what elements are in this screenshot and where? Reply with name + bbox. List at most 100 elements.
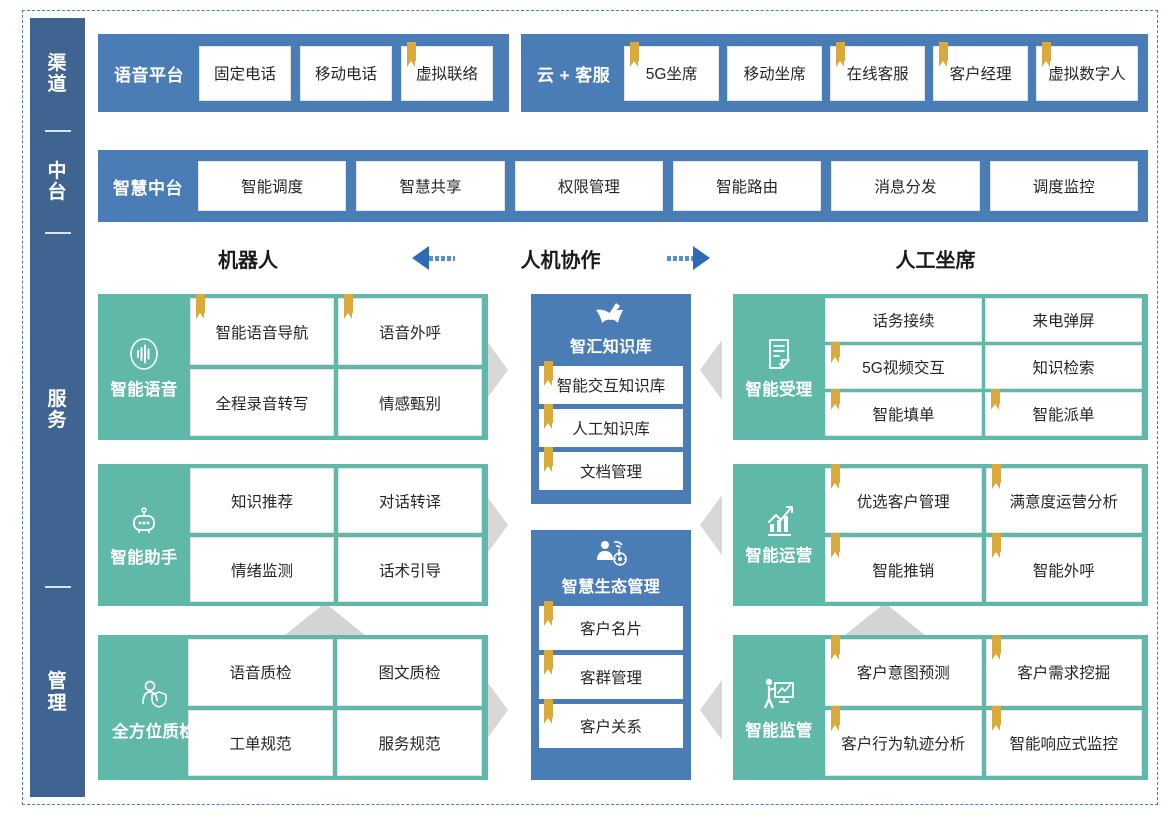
- tile-knowledge-recommendation[interactable]: 知识推荐: [190, 468, 334, 533]
- channel-chip-mobile-seat[interactable]: 移动坐席: [727, 45, 823, 101]
- channel-chip-online-service[interactable]: 在线客服: [830, 41, 926, 101]
- tile-customer-intent-prediction-label: 客户意图预测: [856, 665, 950, 683]
- center-column-knowledge-base: 智汇知识库 智能交互知识库 人工知识库 文档管理: [531, 294, 691, 504]
- sidebar-item-channel-char-0: 渠: [47, 52, 68, 74]
- tile-emotion-monitoring[interactable]: 情绪监测: [190, 537, 334, 602]
- tile-customer-demand-mining[interactable]: 客户需求挖掘: [985, 635, 1142, 706]
- tile-smart-responsive-monitoring[interactable]: 智能响应式监控: [985, 705, 1142, 776]
- sidebar-item-channel[interactable]: 渠 道: [30, 18, 85, 130]
- tile-smart-form-filling-label: 智能填单: [872, 407, 935, 424]
- platform-chip-dispatch-monitoring[interactable]: 调度监控: [989, 161, 1138, 211]
- channel-chip-virtual-human[interactable]: 虚拟数字人: [1036, 41, 1138, 101]
- service-block-smart-operation-label: 智能运营: [745, 547, 813, 565]
- sidebar-item-middle-platform-char-0: 中: [47, 160, 68, 182]
- tile-customer-intent-prediction[interactable]: 客户意图预测: [825, 635, 982, 706]
- tile-emotion-monitoring-label: 情绪监测: [230, 562, 293, 580]
- channel-chip-account-manager[interactable]: 客户经理: [933, 41, 1029, 101]
- tile-knowledge-retrieval[interactable]: 知识检索: [985, 345, 1142, 389]
- bookmark-tag-icon: [939, 41, 949, 67]
- presenter-board-icon: [758, 675, 800, 715]
- bookmark-tag-icon: [991, 464, 1001, 489]
- platform-chip-smart-routing-label: 智能路由: [716, 179, 779, 196]
- dashed-line-icon: [666, 255, 693, 261]
- tile-service-specification[interactable]: 服务规范: [337, 709, 482, 776]
- tile-smart-dispatch-order[interactable]: 智能派单: [985, 389, 1142, 436]
- tile-manual-knowledge-base-label: 人工知识库: [572, 421, 650, 438]
- tile-document-management[interactable]: 文档管理: [539, 447, 683, 490]
- service-block-smart-voice: 智能语音 智能语音导航 语音外呼 全程录音转写 情感甄别: [98, 294, 488, 440]
- service-block-smart-assistant-label: 智能助手: [110, 549, 178, 567]
- tile-preferred-customer-management[interactable]: 优选客户管理: [825, 464, 982, 533]
- tile-manual-knowledge-base[interactable]: 人工知识库: [539, 404, 683, 447]
- sidebar-item-service[interactable]: 服 务: [30, 234, 85, 586]
- tile-emotion-recognition-label: 情感甄别: [378, 395, 441, 413]
- dashed-line-icon: [428, 255, 455, 261]
- tile-smart-form-filling[interactable]: 智能填单: [825, 389, 982, 436]
- tile-voice-quality-inspection-label: 语音质检: [229, 665, 292, 683]
- platform-row-title: 智慧中台: [113, 178, 183, 198]
- tile-incoming-call-popup-label: 来电弹屏: [1032, 313, 1095, 330]
- channel-group-cloud-service: 云 + 客服 5G坐席 移动坐席 在线客服 客户经理 虚拟数字人: [521, 34, 1148, 112]
- tile-script-guidance-label: 话术引导: [378, 562, 441, 580]
- tile-work-order-specification-label: 工单规范: [229, 735, 292, 753]
- bookmark-tag-icon: [544, 699, 553, 724]
- tile-voice-quality-inspection[interactable]: 语音质检: [188, 639, 333, 706]
- sidebar-item-channel-char-1: 道: [47, 74, 68, 95]
- service-block-smart-operation: 智能运营 优选客户管理 满意度运营分析 智能推销 智能外呼: [733, 464, 1148, 606]
- tile-smart-marketing[interactable]: 智能推销: [825, 533, 982, 602]
- tile-script-guidance[interactable]: 话术引导: [338, 537, 482, 602]
- sidebar-divider-1: [44, 130, 71, 132]
- channel-group-voice-platform: 语音平台 固定电话 移动电话 虚拟联络: [98, 34, 509, 112]
- tile-smart-marketing-label: 智能推销: [872, 562, 935, 580]
- tile-text-image-quality-inspection[interactable]: 图文质检: [337, 639, 482, 706]
- tile-dialogue-translation[interactable]: 对话转译: [338, 468, 482, 533]
- service-block-smart-acceptance-grid: 话务接续 来电弹屏 5G视频交互 知识检索 智能填单 智能派单: [825, 294, 1148, 440]
- sidebar-item-management[interactable]: 管 理: [30, 588, 85, 797]
- connector-arrow-left-3: [700, 680, 722, 740]
- tile-smart-outbound-call[interactable]: 智能外呼: [985, 533, 1142, 602]
- bookmark-tag-icon: [1042, 41, 1052, 67]
- tile-interactive-knowledge-base[interactable]: 智能交互知识库: [539, 361, 683, 404]
- channel-chip-fixed-phone[interactable]: 固定电话: [199, 45, 291, 101]
- tile-satisfaction-operation-analysis[interactable]: 满意度运营分析: [985, 464, 1142, 533]
- tile-customer-behavior-trajectory-analysis-label: 客户行为轨迹分析: [841, 735, 966, 753]
- tile-smart-voice-navigation[interactable]: 智能语音导航: [190, 294, 334, 365]
- tile-voice-outbound[interactable]: 语音外呼: [338, 294, 482, 365]
- channel-chip-5g-seat[interactable]: 5G坐席: [624, 41, 720, 101]
- tile-customer-profile-card-label: 客户名片: [579, 621, 642, 638]
- tile-customer-group-management[interactable]: 客群管理: [539, 650, 683, 699]
- form-check-icon: [760, 334, 798, 374]
- bookmark-tag-icon: [991, 389, 1000, 410]
- channel-chip-5g-seat-label: 5G坐席: [645, 66, 698, 83]
- triangle-right-icon: [692, 246, 710, 270]
- tile-work-order-specification[interactable]: 工单规范: [188, 709, 333, 776]
- tile-customer-relationship-label: 客户关系: [579, 719, 642, 736]
- platform-chip-permission-management[interactable]: 权限管理: [514, 161, 663, 211]
- platform-chip-smart-sharing[interactable]: 智慧共享: [356, 161, 505, 211]
- tile-smart-voice-navigation-label: 智能语音导航: [215, 324, 309, 342]
- channel-group-cloud-service-title: 云 + 客服: [536, 65, 611, 85]
- tile-incoming-call-popup[interactable]: 来电弹屏: [985, 298, 1142, 342]
- platform-chip-smart-routing[interactable]: 智能路由: [672, 161, 822, 211]
- service-block-smart-acceptance-icon-col: 智能受理: [733, 294, 825, 440]
- tile-5g-video-interaction[interactable]: 5G视频交互: [825, 342, 982, 389]
- bookmark-tag-icon: [831, 389, 840, 410]
- tile-customer-relationship[interactable]: 客户关系: [539, 699, 683, 748]
- connector-arrow-left-1: [700, 340, 722, 400]
- bookmark-tag-icon: [831, 342, 840, 363]
- tile-satisfaction-operation-analysis-label: 满意度运营分析: [1009, 493, 1118, 511]
- tile-customer-behavior-trajectory-analysis[interactable]: 客户行为轨迹分析: [825, 705, 982, 776]
- platform-chip-message-distribution[interactable]: 消息分发: [831, 161, 980, 211]
- tile-full-recording-transcription[interactable]: 全程录音转写: [190, 369, 334, 436]
- tile-emotion-recognition[interactable]: 情感甄别: [338, 369, 482, 436]
- arrow-left-to-robot: [398, 246, 468, 270]
- tile-smart-responsive-monitoring-label: 智能响应式监控: [1009, 735, 1118, 753]
- sidebar-item-middle-platform[interactable]: 中 台: [30, 132, 85, 232]
- tile-customer-profile-card[interactable]: 客户名片: [539, 601, 683, 650]
- channel-chip-mobile-phone[interactable]: 移动电话: [300, 45, 392, 101]
- platform-chip-smart-dispatch[interactable]: 智能调度: [198, 161, 347, 211]
- channel-chip-virtual-contact[interactable]: 虚拟联络: [401, 41, 493, 101]
- section-header-human-machine: 人机协作: [520, 249, 601, 272]
- tile-call-connection[interactable]: 话务接续: [825, 298, 982, 342]
